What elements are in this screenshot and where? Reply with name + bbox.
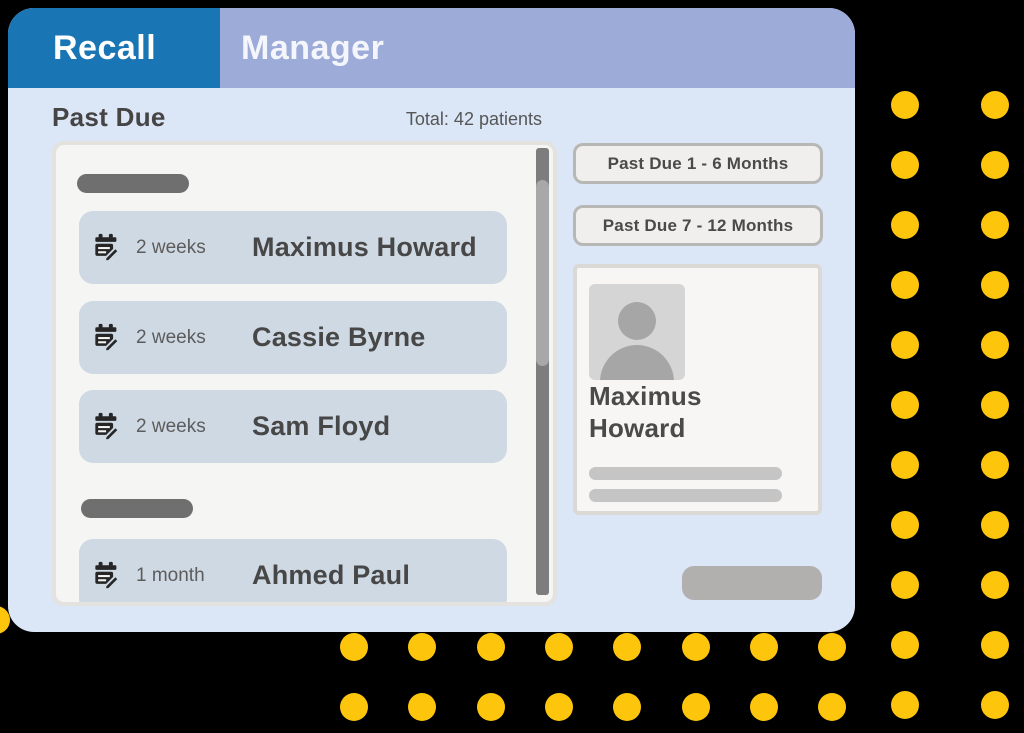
patient-list-item[interactable]: 2 weeks Maximus Howard bbox=[79, 211, 507, 284]
patient-name-label: Ahmed Paul bbox=[252, 560, 411, 590]
decorative-dot bbox=[981, 211, 1009, 239]
decorative-dot bbox=[891, 571, 919, 599]
group-label-placeholder bbox=[81, 499, 193, 518]
brand-primary-label: Recall bbox=[53, 29, 157, 67]
decorative-dot bbox=[981, 271, 1009, 299]
patient-list-item[interactable]: 2 weeks Sam Floyd bbox=[79, 390, 507, 463]
decorative-dot bbox=[981, 451, 1009, 479]
decorative-dot bbox=[891, 91, 919, 119]
decorative-dot bbox=[891, 391, 919, 419]
page-title: Past Due bbox=[52, 102, 166, 132]
brand-secondary-label: Manager bbox=[241, 29, 385, 67]
calendar-edit-icon bbox=[95, 561, 120, 590]
decorative-dot bbox=[891, 511, 919, 539]
window-header: Recall Manager bbox=[8, 8, 855, 88]
decorative-dot bbox=[981, 151, 1009, 179]
decorative-dot bbox=[613, 633, 641, 661]
decorative-dot bbox=[891, 631, 919, 659]
decorative-dot bbox=[891, 151, 919, 179]
scrollbar-track[interactable] bbox=[536, 148, 549, 595]
decorative-dot bbox=[340, 693, 368, 721]
decorative-dot bbox=[750, 693, 778, 721]
decorative-dot bbox=[545, 633, 573, 661]
decorative-dot bbox=[981, 571, 1009, 599]
due-interval-label: 2 weeks bbox=[136, 326, 206, 348]
decorative-dot bbox=[613, 693, 641, 721]
patient-list-item[interactable]: 2 weeks Cassie Byrne bbox=[79, 301, 507, 374]
decorative-dot bbox=[408, 693, 436, 721]
decorative-dot bbox=[981, 511, 1009, 539]
decorative-dot bbox=[891, 211, 919, 239]
calendar-edit-icon bbox=[95, 323, 120, 352]
decorative-dot bbox=[340, 633, 368, 661]
scrollbar-thumb[interactable] bbox=[536, 180, 549, 366]
decorative-dot bbox=[981, 691, 1009, 719]
decorative-dot bbox=[818, 693, 846, 721]
patient-list-scroll-area: 2 weeks Maximus Howard 2 weeks Cassie bbox=[56, 145, 553, 602]
patient-name-label: Maximus Howard bbox=[252, 232, 477, 262]
decorative-dot bbox=[891, 691, 919, 719]
decorative-dot bbox=[0, 606, 10, 634]
patient-name-label: Sam Floyd bbox=[252, 411, 391, 441]
due-interval-label: 1 month bbox=[136, 564, 205, 586]
decorative-dot bbox=[891, 331, 919, 359]
patient-detail-card: Maximus Howard bbox=[573, 264, 822, 515]
text-line-placeholder bbox=[589, 467, 782, 480]
decorative-dot bbox=[981, 391, 1009, 419]
filter-button-past-due-1-6[interactable]: Past Due 1 - 6 Months bbox=[573, 143, 823, 184]
action-button-placeholder[interactable] bbox=[682, 566, 822, 600]
header-title-manager: Manager bbox=[220, 8, 384, 88]
decorative-dot bbox=[981, 331, 1009, 359]
decorative-dot bbox=[477, 633, 505, 661]
text-line-placeholder bbox=[589, 489, 782, 502]
patient-list-item[interactable]: 1 month Ahmed Paul bbox=[79, 539, 507, 602]
group-label-placeholder bbox=[77, 174, 189, 193]
recall-manager-window: Recall Manager Past Due Total: 42 patien… bbox=[8, 8, 855, 632]
decorative-dot bbox=[682, 693, 710, 721]
patient-name-label: Cassie Byrne bbox=[252, 322, 426, 352]
decorative-dot bbox=[818, 633, 846, 661]
decorative-dot bbox=[477, 693, 505, 721]
decorative-dot bbox=[750, 633, 778, 661]
total-patients-count: Total: 42 patients bbox=[405, 109, 542, 129]
patient-card-name: Maximus Howard bbox=[589, 381, 702, 443]
filter-button-past-due-7-12[interactable]: Past Due 7 - 12 Months bbox=[573, 205, 823, 246]
decorative-dot bbox=[981, 631, 1009, 659]
due-interval-label: 2 weeks bbox=[136, 236, 206, 258]
decorative-dot bbox=[891, 451, 919, 479]
decorative-dot bbox=[891, 271, 919, 299]
decorative-dot bbox=[682, 633, 710, 661]
calendar-edit-icon bbox=[95, 233, 120, 262]
tab-recall[interactable]: Recall bbox=[8, 8, 220, 88]
person-icon bbox=[589, 284, 685, 380]
patient-list-panel: 2 weeks Maximus Howard 2 weeks Cassie bbox=[52, 141, 557, 606]
decorative-dot bbox=[545, 693, 573, 721]
decorative-dot bbox=[981, 91, 1009, 119]
decorative-dot bbox=[408, 633, 436, 661]
calendar-edit-icon bbox=[95, 412, 120, 441]
due-interval-label: 2 weeks bbox=[136, 415, 206, 437]
